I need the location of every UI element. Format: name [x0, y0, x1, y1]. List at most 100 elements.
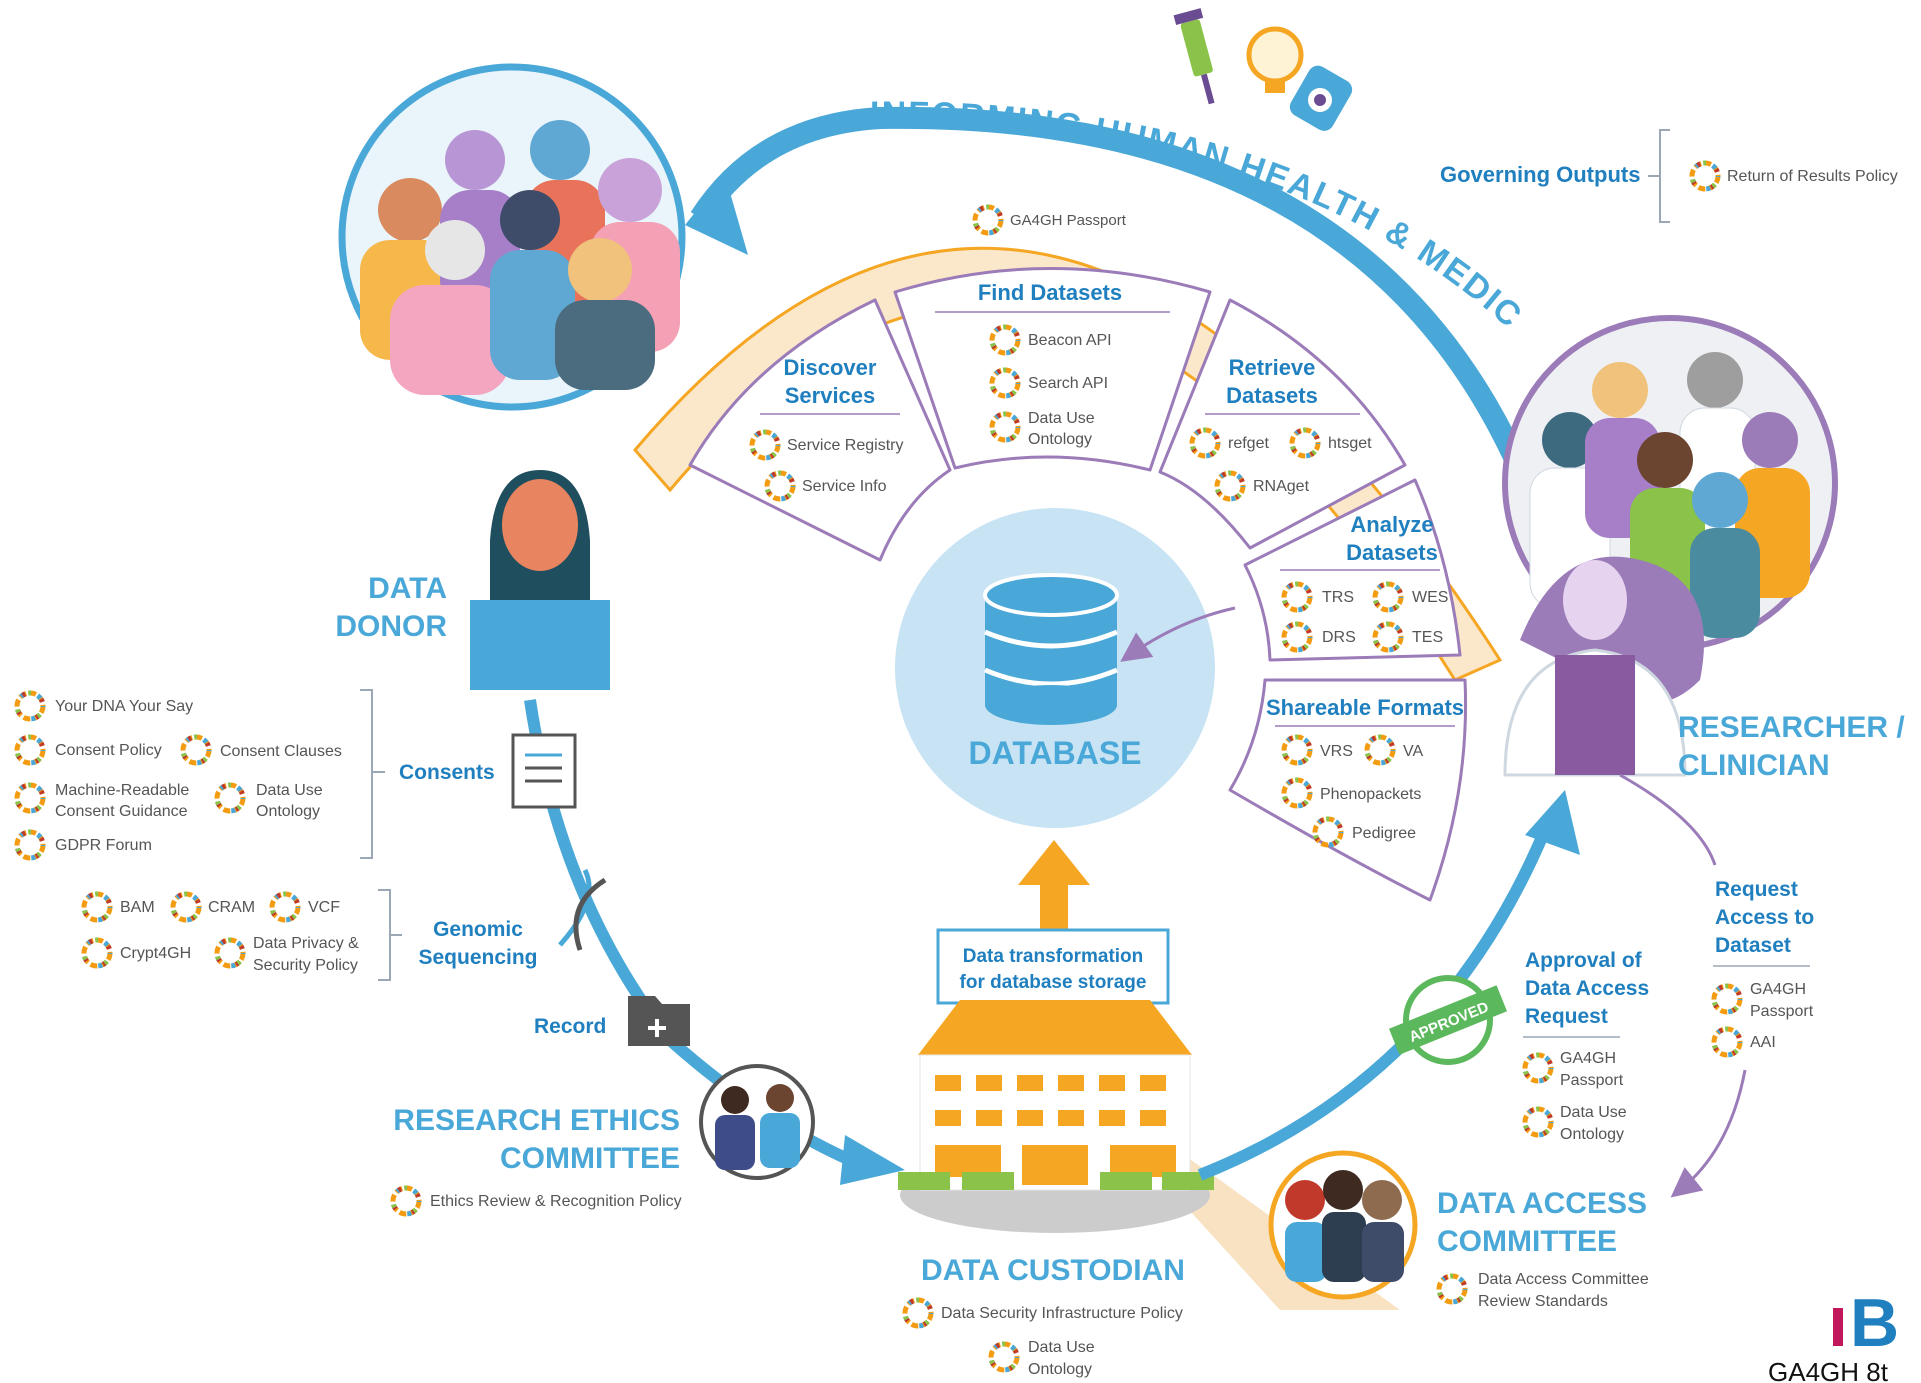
- discover-services-section: Discover Services Service Registry Servi…: [688, 298, 952, 562]
- section-item: VRS: [1320, 743, 1353, 760]
- consent-item: Machine-Readable: [55, 782, 189, 799]
- ga4gh-icon: [17, 785, 43, 811]
- custodian-item: Data Use: [1028, 1339, 1095, 1356]
- request-item: Passport: [1750, 1003, 1814, 1020]
- ga4gh-icon: [84, 940, 110, 966]
- transform-text: Data transformation: [963, 946, 1144, 967]
- approval-item: GA4GH: [1560, 1050, 1616, 1067]
- ga4gh-icon: [272, 894, 298, 920]
- brand-logo: B: [1850, 1285, 1899, 1361]
- researcher-person-image: [1503, 556, 1704, 777]
- ga4gh-icon: [991, 1344, 1017, 1370]
- ga4gh-icon: [17, 737, 43, 763]
- section-title: Analyze: [1350, 512, 1433, 537]
- brand-logo-bar: [1833, 1308, 1843, 1346]
- section-title: Services: [785, 383, 876, 408]
- ga4gh-icon: [173, 894, 199, 920]
- donor-label: DATA: [368, 572, 447, 605]
- section-item: RNAget: [1253, 478, 1310, 495]
- find-datasets-section: Find Datasets Beacon API Search API Data…: [893, 267, 1212, 472]
- ga4gh-icon: [217, 940, 243, 966]
- ga4gh-icon: [1439, 1276, 1465, 1302]
- request-title: Request: [1715, 878, 1798, 901]
- request-to-dac-arrow: [1670, 1069, 1747, 1198]
- custodian-title: DATA CUSTODIAN: [921, 1254, 1185, 1287]
- approval-title: Data Access: [1525, 977, 1649, 1000]
- section-title: Discover: [784, 355, 877, 380]
- ga4gh-icon: [17, 832, 43, 858]
- governing-item: Return of Results Policy: [1727, 168, 1898, 185]
- health-arc-arrow: [690, 106, 1531, 475]
- section-title: Datasets: [1226, 383, 1318, 408]
- consents-label: Consents: [399, 761, 495, 784]
- request-title: Dataset: [1715, 934, 1791, 957]
- section-item: WES: [1412, 589, 1448, 606]
- section-item: TRS: [1322, 589, 1354, 606]
- dac-item: Review Standards: [1478, 1293, 1608, 1310]
- consent-item: Consent Guidance: [55, 803, 188, 820]
- section-item: Data Use: [1028, 410, 1095, 427]
- ga4gh-icon: [217, 785, 243, 811]
- custodian-item: Ontology: [1028, 1361, 1092, 1378]
- genomic-item: VCF: [308, 899, 340, 916]
- researcher-label: CLINICIAN: [1678, 749, 1830, 782]
- section-item: Pedigree: [1352, 825, 1416, 842]
- ga4gh-icon: [1525, 1109, 1551, 1135]
- record-label: Record: [534, 1015, 606, 1038]
- genomic-label: Sequencing: [418, 946, 537, 969]
- dac-item: Data Access Committee: [1478, 1271, 1649, 1288]
- shareable-formats-section: Shareable Formats VRS VA Phenopackets Pe…: [1228, 678, 1468, 902]
- section-item: VA: [1403, 743, 1423, 760]
- ethics-committee-image: [699, 1064, 815, 1180]
- donor-arrowhead: [840, 1135, 905, 1185]
- section-title: Retrieve: [1229, 355, 1316, 380]
- consent-item: Data Use: [256, 782, 323, 799]
- section-item: Service Registry: [787, 437, 903, 454]
- ga4gh-icon: [1714, 986, 1740, 1012]
- section-item: Service Info: [802, 478, 887, 495]
- retrieve-datasets-section: Retrieve Datasets refget htsget RNAget: [1158, 298, 1407, 550]
- section-item: refget: [1228, 435, 1269, 452]
- section-title: Shareable Formats: [1266, 695, 1464, 720]
- donor-label: DONOR: [335, 610, 447, 643]
- governing-outputs-label: Governing Outputs: [1440, 162, 1640, 187]
- researcher-label: RESEARCHER /: [1678, 711, 1905, 744]
- ga4gh-icon: [183, 737, 209, 763]
- genomic-item: CRAM: [208, 899, 255, 916]
- ethics-title: COMMITTEE: [500, 1142, 680, 1175]
- request-line: [1619, 773, 1717, 866]
- request-item: AAI: [1750, 1034, 1776, 1051]
- ga4gh-icon: [393, 1188, 419, 1214]
- section-item: Search API: [1028, 375, 1108, 392]
- request-item: GA4GH: [1750, 981, 1806, 998]
- folder-plus-icon: [628, 996, 690, 1046]
- genomic-label: Genomic: [433, 918, 523, 941]
- approval-title: Request: [1525, 1005, 1608, 1028]
- database-icon: [983, 573, 1119, 725]
- section-item: Phenopackets: [1320, 786, 1421, 803]
- approval-item: Ontology: [1560, 1126, 1624, 1143]
- pill-bottle-icon: [1289, 65, 1353, 131]
- genomic-bracket: [378, 889, 402, 981]
- dac-title: DATA ACCESS: [1437, 1187, 1647, 1220]
- ga4gh-icon: [905, 1300, 931, 1326]
- approved-stamp: APPROVED: [1388, 975, 1508, 1065]
- approval-item: Passport: [1560, 1072, 1624, 1089]
- request-title: Access to: [1715, 906, 1814, 929]
- transform-text: for database storage: [960, 972, 1147, 993]
- genomic-item: Security Policy: [253, 957, 358, 974]
- ethics-title: RESEARCH ETHICS: [393, 1104, 680, 1137]
- custodian-item: Data Security Infrastructure Policy: [941, 1305, 1183, 1322]
- consents-bracket: [360, 689, 385, 859]
- approval-title: Approval of: [1525, 949, 1643, 972]
- donor-person-image: [470, 470, 610, 690]
- ethics-item: Ethics Review & Recognition Policy: [430, 1193, 682, 1210]
- brand-caption: GA4GH 8t: [1768, 1357, 1889, 1383]
- ga4gh-icon: [1714, 1029, 1740, 1055]
- approval-item: Data Use: [1560, 1104, 1627, 1121]
- section-item: DRS: [1322, 629, 1356, 646]
- transform-box: [936, 928, 1170, 1005]
- analyze-datasets-section: Analyze Datasets TRS WES DRS TES: [1243, 478, 1462, 662]
- donor-crowd-image: [338, 63, 686, 411]
